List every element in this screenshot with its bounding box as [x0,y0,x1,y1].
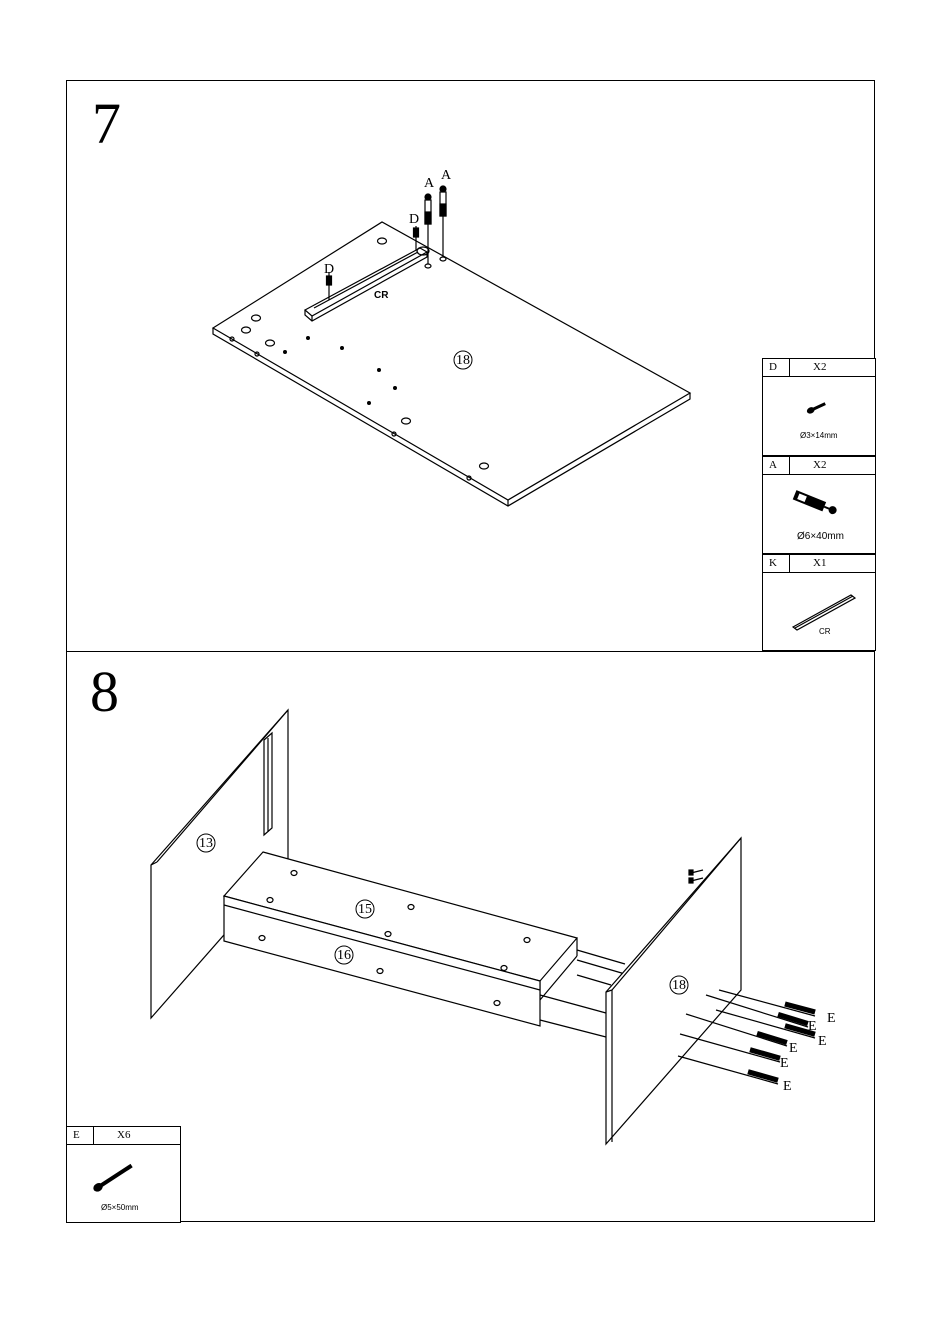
part-qty: X2 [813,459,826,471]
panel-label-18-step8: 18 [672,978,686,993]
part-box-e: E X6 Ø5×50mm [66,1126,181,1223]
label-d-left: D [324,262,334,277]
label-a-right: A [441,168,452,183]
label-e-5: E [780,1056,789,1071]
part-size: CR [819,627,831,636]
part-code: E [73,1129,80,1141]
part-code: D [769,361,777,373]
carcass-drawing [151,710,815,1144]
panel-label-15: 15 [358,902,372,917]
part-box-k: K X1 CR [762,554,876,651]
part-qty: X6 [117,1129,130,1141]
part-box-a: A X2 Ø6×40mm [762,456,876,554]
dowel-cam-bolt-icon [789,487,841,519]
label-e-6: E [783,1079,792,1094]
part-code: K [769,557,777,569]
part-size: Ø6×40mm [797,531,844,542]
label-cr: CR [374,290,389,301]
small-screw-icon [803,397,833,417]
label-e-3: E [818,1034,827,1049]
long-screw-icon [89,1159,139,1195]
label-d-right: D [409,212,419,227]
part-size: Ø5×50mm [101,1203,139,1212]
part-qty: X2 [813,361,826,373]
drawer-rail-icon [791,591,857,631]
panel-label-16: 16 [337,948,351,963]
label-e-1: E [827,1011,836,1026]
panel-label-18-step7: 18 [456,353,470,368]
label-a-left: A [424,176,435,191]
part-qty: X1 [813,557,826,569]
part-size: Ø3×14mm [800,431,838,440]
label-e-4: E [789,1041,798,1056]
board-18-drawing [213,186,690,506]
part-code: A [769,459,777,471]
panel-label-13: 13 [199,836,213,851]
part-box-d: D X2 Ø3×14mm [762,358,876,456]
label-e-2: E [808,1019,817,1034]
